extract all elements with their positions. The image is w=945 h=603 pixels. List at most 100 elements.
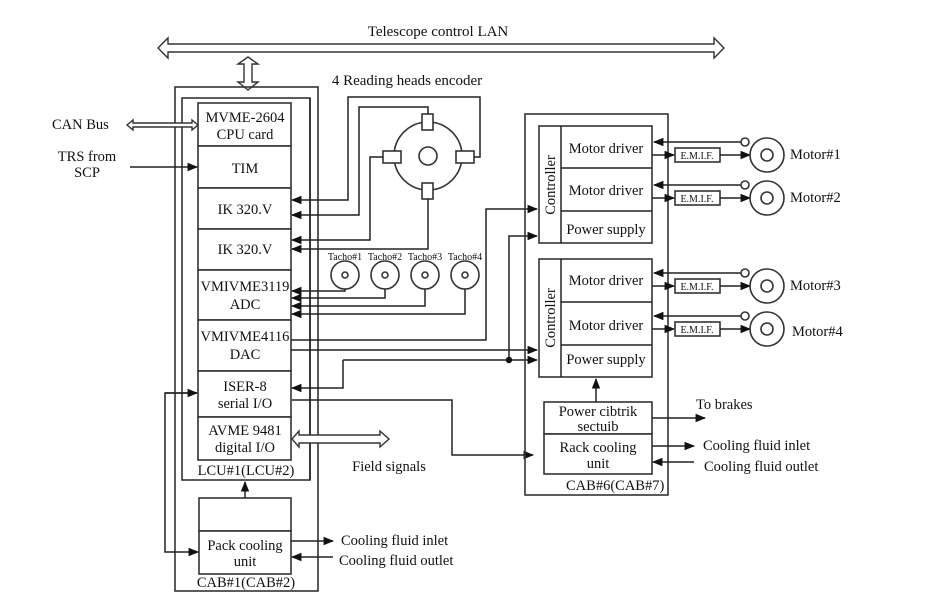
card-ik320-1 [197, 187, 292, 230]
motor-driver-1-label: Motor driver [569, 141, 644, 157]
dac-to-controller-1 [291, 204, 539, 341]
card-digital-line1: AVME 9481 [208, 423, 281, 439]
field-signals-label: Field signals [352, 459, 426, 475]
rack-cooling-line2: unit [587, 456, 610, 472]
card-serial-line2: serial I/O [218, 396, 272, 412]
card-ik320-2 [197, 228, 292, 271]
cab-right-inlet-label: Cooling fluid inlet [703, 438, 810, 454]
motor-3-icon [749, 268, 785, 304]
motor-chain-2 [652, 180, 785, 216]
pack-empty-block [198, 497, 292, 532]
tacho-2-wire [290, 289, 386, 303]
card-adc [197, 269, 292, 321]
lcu-label: LCU#1(LCU#2) [198, 463, 295, 479]
motor-chain-1 [652, 137, 785, 173]
controller-group-2 [538, 258, 653, 378]
tacho-1-label: Tacho#1 [328, 252, 362, 263]
motor-chain-3 [652, 268, 785, 304]
tacho-2-label: Tacho#2 [368, 252, 402, 263]
card-dac [197, 319, 292, 372]
motor-1-label: Motor#1 [790, 147, 841, 163]
card-digital-io [197, 416, 292, 461]
card-dac-line1: VMIVME4116 [201, 329, 290, 345]
emif-2-label: E.M.I.F. [680, 194, 713, 205]
motor-4-label: Motor#4 [792, 324, 844, 340]
controller-group-1 [538, 125, 653, 244]
controller-1-label: Controller [543, 155, 559, 215]
can-bus-arrow [125, 118, 200, 132]
rack-cooling-line1: Rack cooling [560, 440, 637, 456]
card-adc-line2: ADC [230, 297, 261, 313]
tacho-1-wire [290, 286, 346, 296]
cab-left-inlet-label: Cooling fluid inlet [341, 533, 448, 549]
power-section-line1: Power cibtrik [559, 404, 638, 420]
cab-left-label: CAB#1(CAB#2) [197, 575, 295, 591]
motor-2-icon [749, 180, 785, 216]
encoder-label: 4 Reading heads encoder [332, 73, 482, 89]
cab-right-box [524, 113, 669, 496]
card-dac-line2: DAC [230, 347, 261, 363]
pack-cooling-line1: Pack cooling [207, 538, 282, 554]
motor-3-label: Motor#3 [790, 278, 841, 294]
cab-left-outlet-label: Cooling fluid outlet [339, 553, 453, 569]
card-serial-line1: ISER-8 [223, 379, 267, 395]
card-ik320-2-label: IK 320.V [218, 242, 273, 258]
tacho-group: Tacho#1 Tacho#2 Tacho#3 Tacho#4 [328, 252, 482, 290]
cab-right-label: CAB#6(CAB#7) [566, 478, 664, 494]
emif-3-label: E.M.I.F. [680, 282, 713, 293]
tacho-1-icon [330, 260, 360, 290]
motor-driver-4-label: Motor driver [569, 318, 644, 334]
tacho-4-icon [450, 260, 480, 290]
serial-wire-2 [292, 399, 535, 460]
dac-to-controller-1b [508, 231, 539, 360]
motor-driver-2-label: Motor driver [569, 183, 644, 199]
pack-cooling-unit [198, 530, 292, 575]
motor-4-icon [749, 311, 785, 347]
card-cpu-line1: MVME-2604 [206, 110, 286, 126]
card-ik320-1-label: IK 320.V [218, 202, 273, 218]
field-signals-arrow [291, 429, 391, 449]
can-bus-label: CAN Bus [52, 117, 109, 133]
telescope-lan-bus [157, 36, 725, 60]
card-digital-line2: digital I/O [215, 440, 275, 456]
tacho-4-wire [290, 289, 466, 319]
controller-2-label: Controller [543, 288, 559, 348]
motor-2-label: Motor#2 [790, 190, 841, 206]
encoder-wire-2 [290, 106, 429, 220]
power-supply-1-label: Power supply [566, 222, 646, 238]
encoder-wire-3 [290, 156, 383, 245]
tacho-2-icon [370, 260, 400, 290]
trs-label-line2: SCP [74, 165, 100, 181]
power-section-line2: sectuib [577, 419, 618, 435]
serial-wire-1 [290, 360, 344, 393]
pack-cooling-line2: unit [234, 554, 257, 570]
card-adc-line1: VMIVME3119 [201, 279, 290, 295]
cab-right-outlet-label: Cooling fluid outlet [704, 459, 818, 475]
motor-chain-4 [652, 311, 785, 347]
to-brakes-label: To brakes [696, 397, 753, 413]
emif-1-label: E.M.I.F. [680, 151, 713, 162]
card-cpu-line2: CPU card [217, 127, 275, 143]
encoder-icon [382, 113, 475, 200]
card-tim-label: TIM [232, 161, 259, 177]
cab-left-box [174, 86, 319, 592]
power-supply-2-label: Power supply [566, 352, 646, 368]
junction-dot [505, 356, 513, 364]
encoder-wire-1 [290, 96, 481, 205]
trs-label-line1: TRS from [58, 149, 117, 165]
motor-driver-3-label: Motor driver [569, 273, 644, 289]
emif-4-label: E.M.I.F. [680, 325, 713, 336]
tacho-3-label: Tacho#3 [408, 252, 442, 263]
motor-1-icon [749, 137, 785, 173]
lan-title: Telescope control LAN [368, 24, 509, 40]
lcu-card-stack [197, 102, 292, 461]
card-serial-io [197, 370, 292, 418]
tacho-3-icon [410, 260, 440, 290]
card-cpu [197, 102, 292, 147]
tacho-4-label: Tacho#4 [448, 252, 482, 263]
lan-connection-arrow [235, 56, 261, 91]
encoder-wire-4 [290, 199, 429, 254]
tacho-3-wire [290, 289, 426, 311]
rack-cooling-unit [543, 433, 653, 475]
